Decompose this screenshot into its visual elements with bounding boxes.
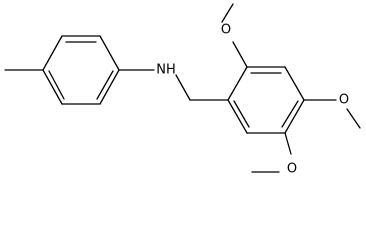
nh-to-ch2-bond <box>175 74 191 101</box>
bond <box>227 99 248 134</box>
structure-canvas: NH O O O <box>4 3 361 177</box>
bond <box>99 35 120 71</box>
trimethoxy-ring <box>227 66 305 134</box>
oxygen-right-label: O <box>339 93 349 108</box>
double-bond-inner <box>233 100 250 128</box>
nh-label: NH <box>156 63 176 78</box>
double-bond-inner <box>96 70 114 100</box>
oxygen-top-label: O <box>221 23 231 38</box>
bond <box>42 69 63 105</box>
bond <box>284 99 305 134</box>
methoxy-right-methyl <box>346 108 361 129</box>
double-bond-inner <box>281 100 299 128</box>
methoxy-top-bond <box>232 41 248 68</box>
bond <box>42 35 63 71</box>
molecule-diagram: NH O O O <box>4 3 361 177</box>
bond <box>227 66 248 101</box>
bond <box>284 66 305 101</box>
methoxy-top-methyl <box>221 3 234 23</box>
oxygen-bottom-label: O <box>287 162 297 177</box>
toluene-ring <box>42 35 120 105</box>
double-bond-inner <box>48 70 65 100</box>
methoxy-bottom-bond <box>284 132 292 155</box>
bond <box>99 69 120 105</box>
